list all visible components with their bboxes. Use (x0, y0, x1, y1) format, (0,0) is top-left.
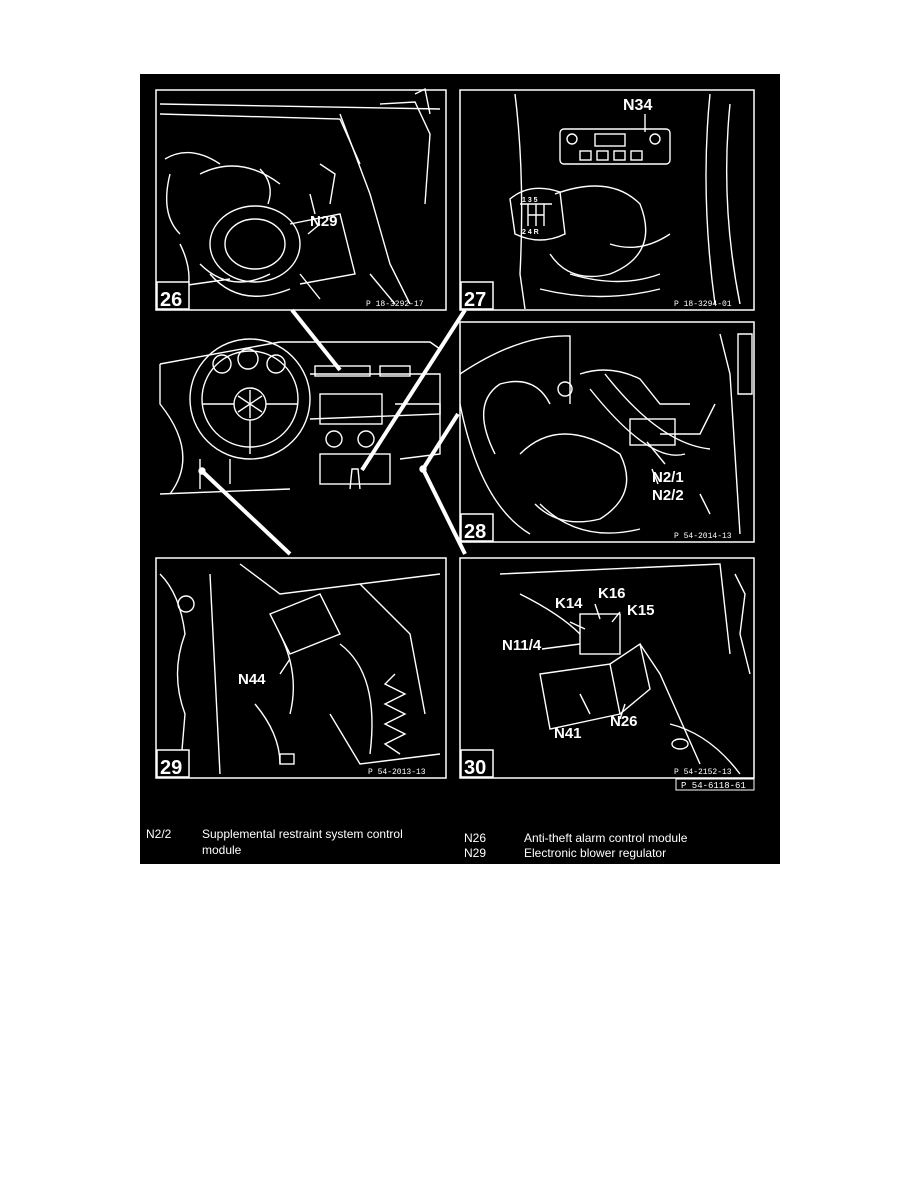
panel-27-illustration (509, 93, 741, 310)
panel-number-27: 27 (464, 289, 486, 311)
shift-pattern-bottom: 2 4 R (522, 229, 539, 236)
callout-n44: N44 (238, 671, 266, 688)
legend-desc-n2-2-line1: Supplemental restraint system control (202, 827, 403, 841)
shift-pattern-top: 1 3 5 (522, 197, 538, 204)
legend-code-n2-2: N2/2 (146, 827, 172, 841)
callout-n26: N26 (610, 713, 638, 730)
legend-code-n29: N29 (464, 846, 486, 860)
panel-number-26: 26 (160, 289, 182, 311)
center-dashboard-illustration (159, 338, 441, 495)
panel-29-illustration (159, 563, 441, 775)
panel-ref-28: P 54-2014-13 (674, 532, 732, 541)
callout-k15: K15 (627, 602, 655, 619)
panel-28-illustration (459, 333, 753, 535)
panel-ref-26: P 18-3292-17 (366, 300, 424, 309)
connector-lines (200, 308, 467, 556)
legend-desc-n29: Electronic blower regulator (524, 846, 666, 860)
panel-27: N34 1 3 5 2 4 R 27 P 18-3294-01 (459, 89, 755, 311)
panel-ref-30: P 54-2152-13 (674, 768, 732, 777)
callout-k16: K16 (598, 585, 626, 602)
callout-n11-4: N11/4 (502, 637, 542, 654)
legend-desc-n2-2-line2: module (202, 843, 242, 857)
panel-number-30: 30 (464, 757, 486, 779)
panel-28: N2/1 N2/2 28 P 54-2014-13 (459, 321, 755, 543)
callout-n2-1: N2/1 (652, 469, 684, 486)
panel-26: N29 26 P 18-3292-17 (155, 87, 447, 311)
callout-n34: N34 (623, 97, 652, 114)
legend-desc-n26: Anti-theft alarm control module (524, 831, 688, 845)
callout-n2-2: N2/2 (652, 487, 684, 504)
panel-ref-27: P 18-3294-01 (674, 300, 732, 309)
panel-number-28: 28 (464, 521, 486, 543)
panel-29: N44 29 P 54-2013-13 (155, 557, 447, 779)
diagram-plate: N29 26 P 18-3292-17 (140, 74, 780, 864)
panel-30-illustration (499, 563, 751, 775)
panel-26-illustration (159, 87, 441, 305)
callout-k14: K14 (555, 595, 583, 612)
legend: N2/2 Supplemental restraint system contr… (146, 827, 688, 860)
figure-reference: P 54-6118-61 (681, 781, 746, 791)
panel-30: K14 K16 K15 N11/4 N26 N41 30 P 54-2152-1… (459, 557, 755, 779)
callout-n29: N29 (310, 213, 338, 230)
callout-n41: N41 (554, 725, 582, 742)
legend-code-n26: N26 (464, 831, 486, 845)
panel-ref-29: P 54-2013-13 (368, 768, 426, 777)
panel-number-29: 29 (160, 757, 182, 779)
